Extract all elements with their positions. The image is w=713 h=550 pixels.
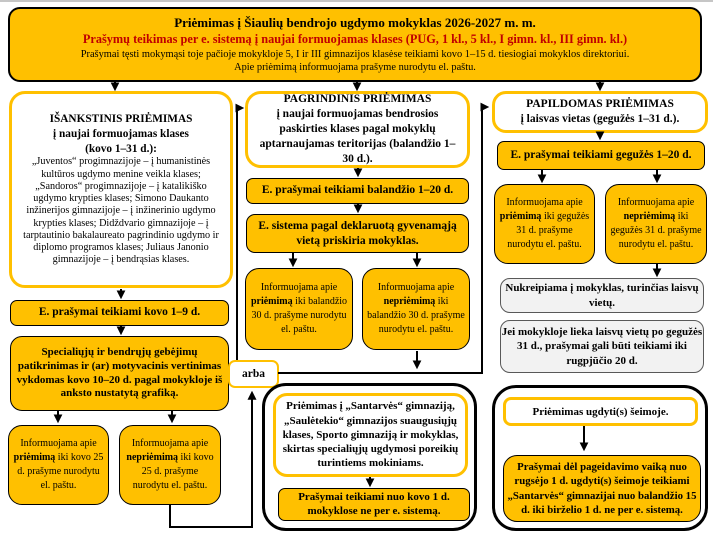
left-info-admitted-em: priėmimą	[13, 452, 56, 464]
left-info-admitted: Informuojama apie priėmimą iki kovo 25 d…	[8, 425, 109, 505]
additional-admission-subtitle: į laisvas vietas (gegužės 1–31 d.).	[520, 113, 680, 125]
left-step-assessment: Specialiųjų ir bendrųjų gebėjimų patikri…	[10, 336, 229, 411]
advance-admission-body: „Juventos“ progimnazijoje – į humanistin…	[23, 156, 219, 266]
additional-info-admitted-pre: Informuojama apie	[506, 197, 583, 209]
vacancies-note: Jei mokykloje lieka laisvų vietų po gegu…	[500, 320, 704, 373]
header-subtitle: Prašymų teikimas per e. sistemą į naujai…	[82, 31, 628, 46]
main-info-rejected-em: nepriėmimą	[383, 296, 436, 308]
window-top-edge	[0, 0, 713, 2]
main-step-applications: E. prašymai teikiami balandžio 1–20 d.	[246, 178, 469, 204]
additional-info-admitted: Informuojama apie priėmimą iki gegužės 3…	[494, 184, 595, 264]
additional-info-admitted-post: iki gegužės 31 d. prašyme nurodytu el. p…	[507, 211, 590, 250]
advance-admission-title-3: (kovo 1–31 d.):	[85, 142, 157, 155]
main-admission-title: PAGRINDINIS PRIĖMIMAS	[283, 93, 432, 106]
additional-info-rejected-em: nepriėmimą	[623, 211, 676, 223]
advance-admission-title: IŠANKSTINIS PRIĖMIMAS	[49, 113, 193, 126]
main-admission-box: PAGRINDINIS PRIĖMIMAS į naujai formuojam…	[245, 91, 470, 168]
advance-admission-title-2: į naujai formuojamas klases	[53, 128, 189, 141]
special-schools-step: Prašymai teikiami nuo kovo 1 d. mokyklos…	[278, 488, 470, 521]
additional-admission-box: PAPILDOMAS PRIĖMIMAS į laisvas vietas (g…	[492, 91, 708, 133]
additional-step-applications: E. prašymai teikiami gegužės 1–20 d.	[497, 141, 705, 170]
left-info-rejected-em: nepriėmimą	[126, 452, 179, 464]
referral-note: Nukreipiama į mokyklas, turinčias laisvų…	[500, 278, 704, 313]
main-info-admitted-em: priėmimą	[250, 296, 293, 308]
main-info-admitted-pre: Informuojama apie	[260, 282, 338, 294]
left-info-rejected: Informuojama apie nepriėmimą iki kovo 25…	[119, 425, 221, 505]
additional-info-rejected-pre: Informuojama apie	[617, 197, 695, 209]
main-admission-subtitle: į naujai formuojamas bendrosios paskirti…	[259, 108, 456, 165]
main-info-rejected: Informuojama apie nepriėmimą iki balandž…	[362, 268, 470, 350]
left-step-applications: E. prašymai teikiami kovo 1–9 d.	[10, 300, 229, 326]
family-education-step: Prašymai dėl pageidavimo vaiką nuo rugsė…	[503, 455, 701, 522]
header-title: Priėmimas į Šiaulių bendrojo ugdymo moky…	[174, 15, 536, 31]
header-note-2: Apie priėmimą informuojama prašyme nurod…	[234, 62, 476, 74]
header-box: Priėmimas į Šiaulių bendrojo ugdymo moky…	[8, 7, 702, 82]
additional-admission-title: PAPILDOMAS PRIĖMIMAS	[526, 98, 674, 111]
special-schools-box: Priėmimas į „Santarvės“ gimnaziją, „Saul…	[273, 393, 468, 477]
or-connector-box: arba	[228, 360, 279, 388]
main-info-rejected-pre: Informuojama apie	[377, 282, 455, 294]
advance-admission-box: IŠANKSTINIS PRIĖMIMAS į naujai formuojam…	[9, 91, 233, 288]
left-info-rejected-pre: Informuojama apie	[131, 438, 209, 450]
additional-info-rejected: Informuojama apie nepriėmimą iki gegužės…	[605, 184, 707, 264]
connector-or-to-main	[235, 103, 245, 360]
left-info-admitted-pre: Informuojama apie	[20, 438, 97, 450]
family-education-box: Priėmimas ugdyti(s) šeimoje.	[503, 397, 698, 426]
header-note-1: Prašymai tęsti mokymąsi toje pačioje mok…	[80, 48, 630, 60]
main-info-admitted: Informuojama apie priėmimą iki balandžio…	[245, 268, 353, 350]
main-step-assignment: E. sistema pagal deklaruotą gyvenamąją v…	[246, 214, 469, 253]
additional-info-admitted-em: priėmimą	[499, 211, 542, 223]
additional-info-rejected-post: iki gegužės 31 d. prašyme nurodytu el. p…	[610, 211, 702, 250]
left-info-admitted-post: iki kovo 25 d. prašyme nurodytu el. pašt…	[17, 452, 104, 491]
